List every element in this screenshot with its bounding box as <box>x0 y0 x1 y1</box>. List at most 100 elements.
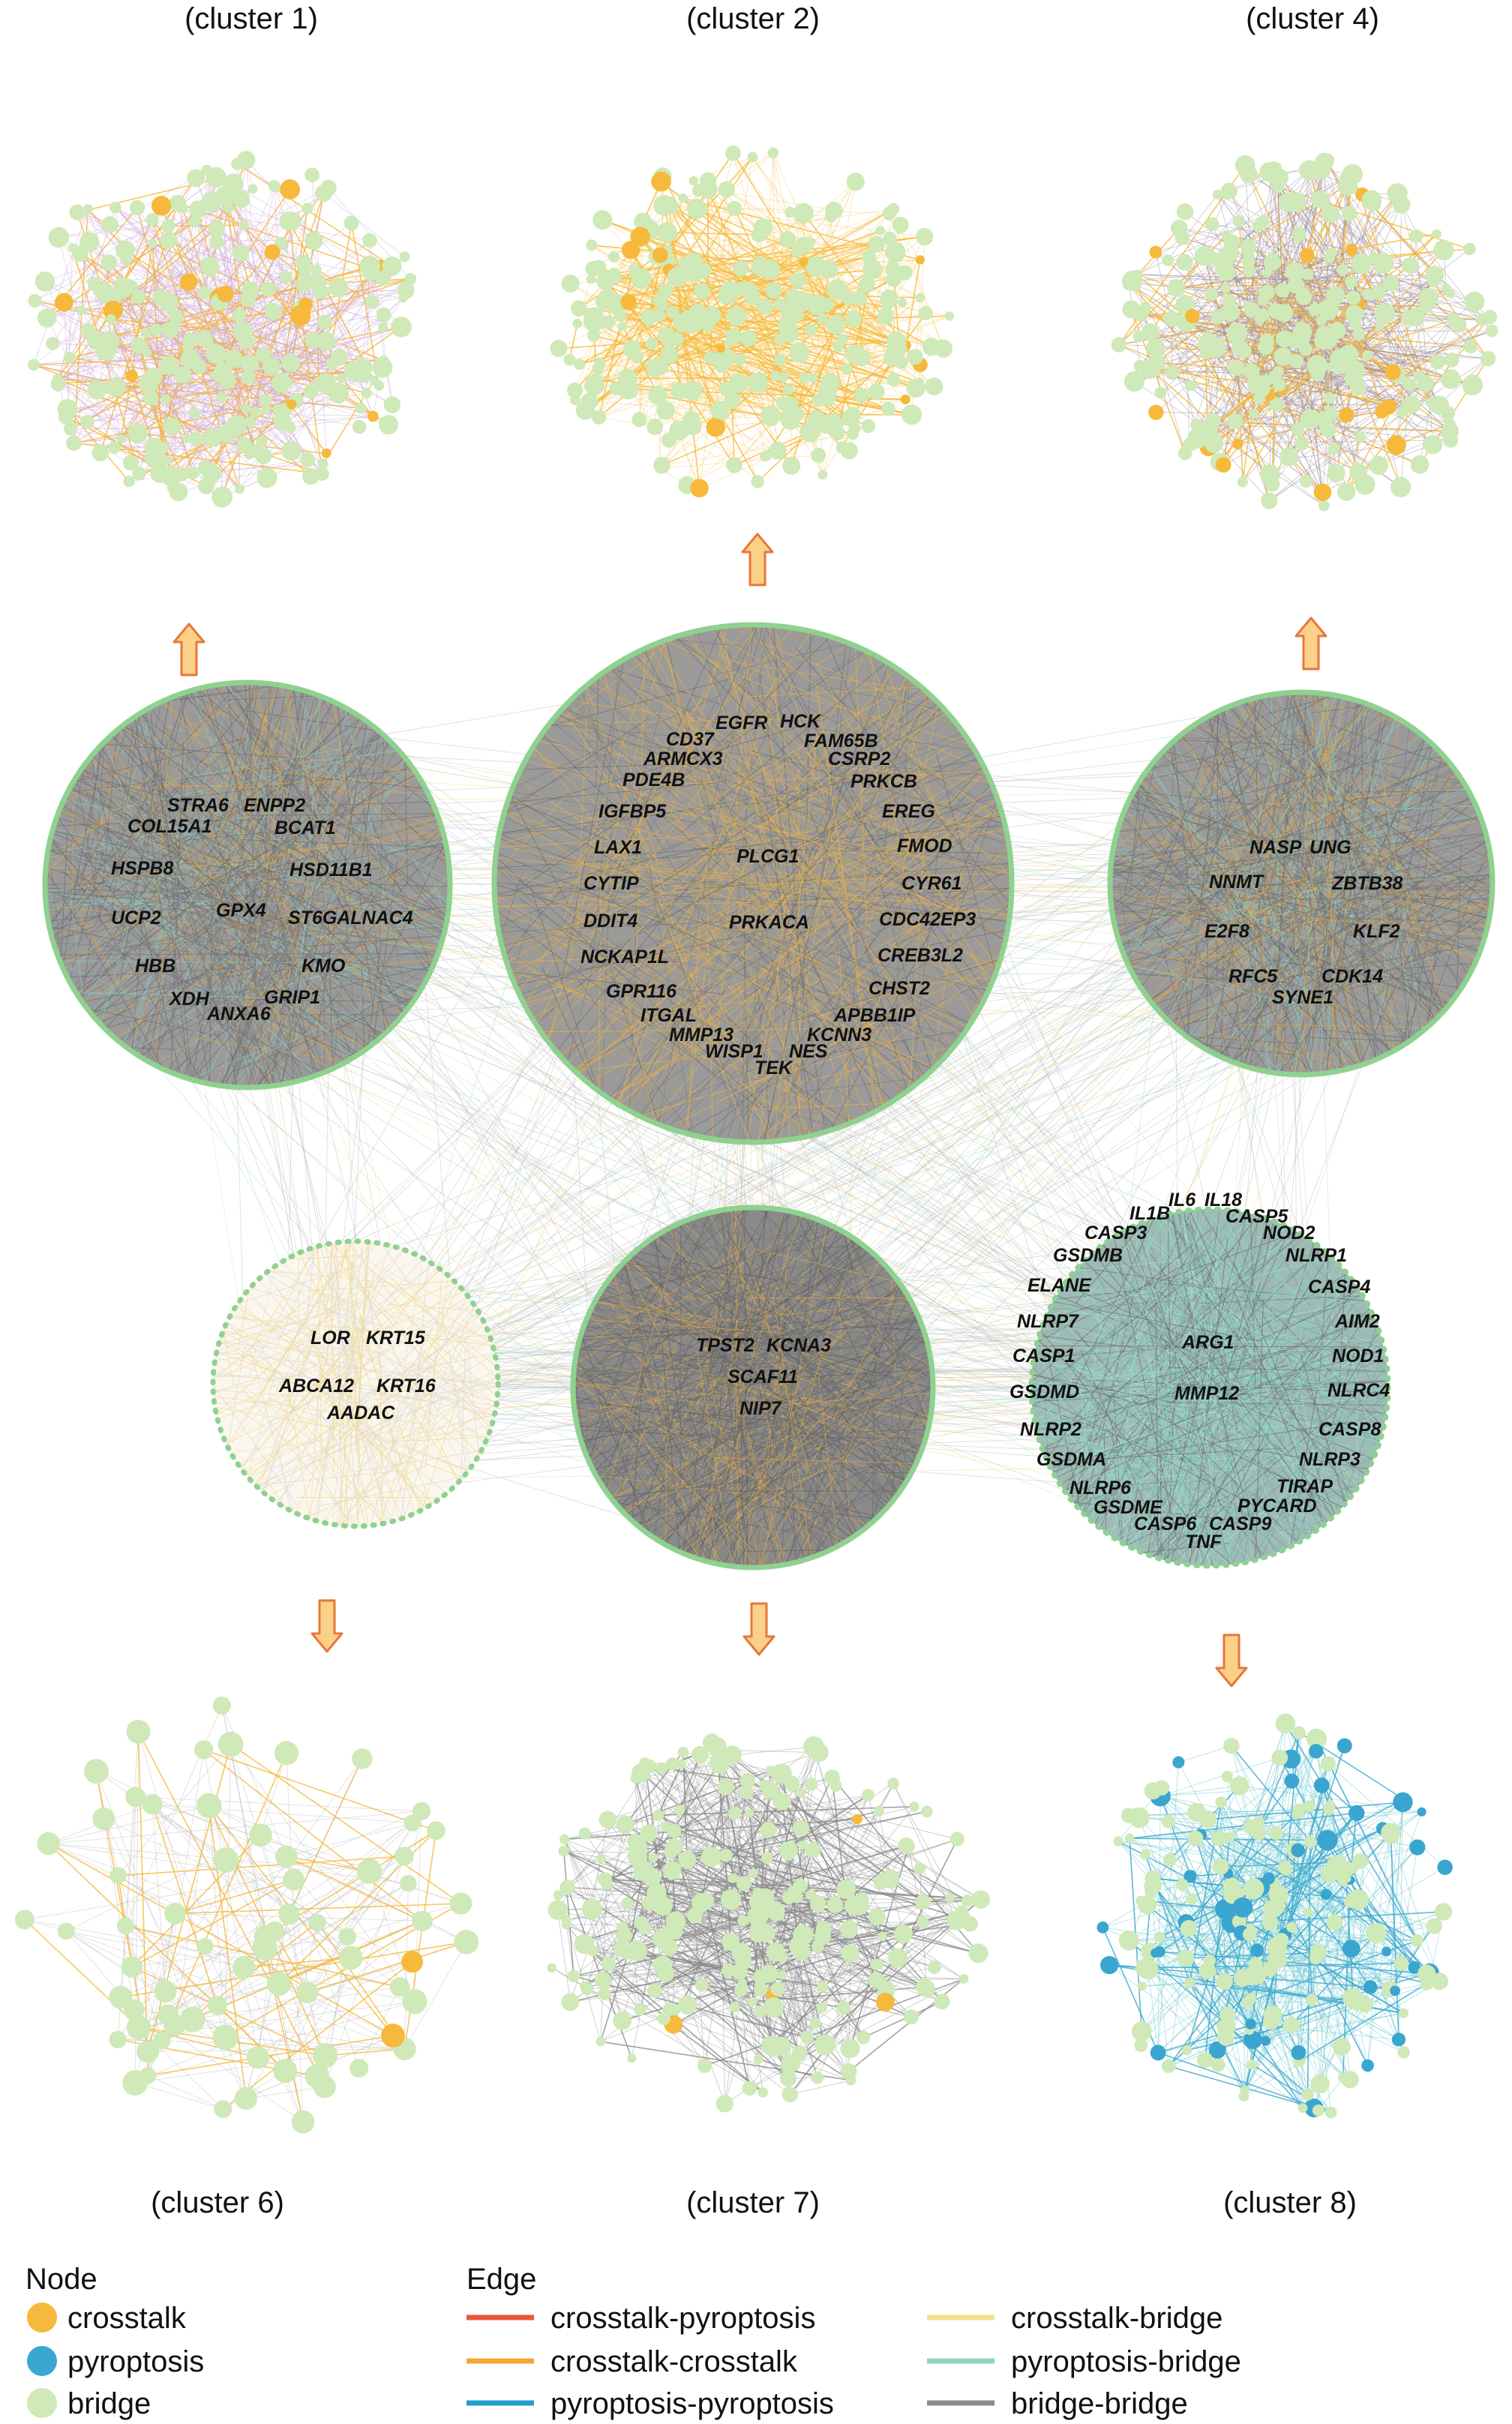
bridge-node <box>1174 230 1190 245</box>
bridge-node <box>1299 474 1313 488</box>
bridge-node <box>108 441 121 454</box>
bridge-node <box>101 216 118 233</box>
bridge-node <box>378 322 388 333</box>
bridge-node <box>1337 482 1356 501</box>
network-edge <box>112 299 250 364</box>
bridge-node <box>100 350 110 361</box>
bridge-node <box>356 368 372 383</box>
bridge-node <box>771 1763 792 1784</box>
bridge-node <box>296 276 312 293</box>
bridge-node <box>804 1778 818 1791</box>
bridge-node <box>657 362 669 374</box>
bridge-node <box>779 324 799 344</box>
network-edge <box>673 1911 962 2025</box>
bridge-node <box>1187 1802 1207 1822</box>
bridge-node <box>275 1845 298 1868</box>
network-edge <box>135 2001 416 2084</box>
bridge-node <box>648 386 668 405</box>
crosstalk-node <box>368 410 379 422</box>
network-edge <box>203 1749 436 1832</box>
bridge-node <box>128 423 148 444</box>
bridge-node <box>1341 1873 1352 1883</box>
bridge-node <box>37 308 57 328</box>
network-edge <box>131 334 171 376</box>
network-edge <box>732 153 912 416</box>
bridge-node <box>1310 2074 1330 2094</box>
network-edge <box>148 2048 405 2052</box>
bridge-node <box>1245 1993 1257 2005</box>
bridge-node <box>352 419 367 434</box>
bridge-node <box>1358 1856 1370 1867</box>
bridge-node <box>682 380 703 400</box>
network-edge <box>404 1942 467 2050</box>
network-edge <box>65 408 246 418</box>
bridge-node <box>1154 1931 1166 1942</box>
network-edge <box>76 212 282 383</box>
bridge-node <box>1184 1977 1196 1989</box>
network-edge <box>742 256 869 289</box>
bridge-node <box>316 332 336 352</box>
bridge-node <box>1242 1928 1257 1942</box>
bridge-node <box>160 219 176 233</box>
pyroptosis-node <box>1417 1807 1426 1816</box>
bridge-node <box>727 306 747 326</box>
bridge-node <box>378 355 389 366</box>
bridge-node <box>817 313 828 325</box>
bridge-node <box>152 290 170 306</box>
network-edge <box>919 1868 927 1989</box>
network-edge <box>174 1805 210 2026</box>
cluster-1-network <box>28 151 417 508</box>
bridge-node <box>363 266 378 282</box>
network-edge <box>596 378 680 392</box>
bridge-node <box>660 346 679 364</box>
network-edge <box>791 1783 878 1981</box>
bridge-node <box>678 193 688 203</box>
bridge-node <box>1440 406 1456 421</box>
bridge-node <box>46 336 60 350</box>
network-edge <box>630 249 758 482</box>
bridge-node <box>685 314 701 331</box>
network-edge <box>668 340 916 388</box>
bridge-node <box>700 1846 722 1868</box>
bridge-node <box>242 280 260 299</box>
bridge-node <box>266 1972 291 1996</box>
network-edge <box>161 1810 422 2042</box>
network-edge <box>601 302 907 346</box>
bridge-node <box>868 1972 885 1988</box>
network-edge <box>67 248 74 410</box>
bridge-node <box>142 348 152 358</box>
network-edge <box>598 416 656 428</box>
crosstalk-node <box>1232 439 1244 450</box>
network-edge <box>215 176 339 394</box>
bridge-node <box>958 1974 969 1984</box>
bridge-node <box>160 394 171 404</box>
network-edge <box>676 339 877 392</box>
bridge-node <box>14 1910 34 1930</box>
pyroptosis-node <box>1291 1843 1305 1858</box>
network-edge <box>58 237 98 390</box>
bridge-node <box>236 436 253 453</box>
bridge-node <box>238 220 250 231</box>
network-edge <box>889 213 944 349</box>
pyroptosis-node <box>1393 1792 1413 1813</box>
network-edge <box>730 208 894 292</box>
bridge-node <box>585 261 601 277</box>
bridge-node <box>1366 1922 1388 1944</box>
network-edge <box>697 208 921 365</box>
network-edge <box>593 316 805 378</box>
bridge-node <box>852 291 868 306</box>
bridge-node <box>586 1945 598 1957</box>
network-nodes <box>1111 152 1498 512</box>
pyroptosis-node <box>1232 1897 1253 1918</box>
network-edge <box>599 261 668 364</box>
bridge-node <box>1268 1948 1288 1970</box>
bridge-node <box>771 2036 791 2056</box>
bridge-node <box>160 356 179 376</box>
bridge-node <box>208 1996 227 2015</box>
network-edge <box>347 1903 461 1937</box>
bridge-node <box>232 1955 256 1979</box>
network-edge <box>24 1918 140 2028</box>
bridge-node <box>803 1736 824 1757</box>
bridge-node <box>862 1789 874 1802</box>
bridge-node <box>714 358 729 373</box>
